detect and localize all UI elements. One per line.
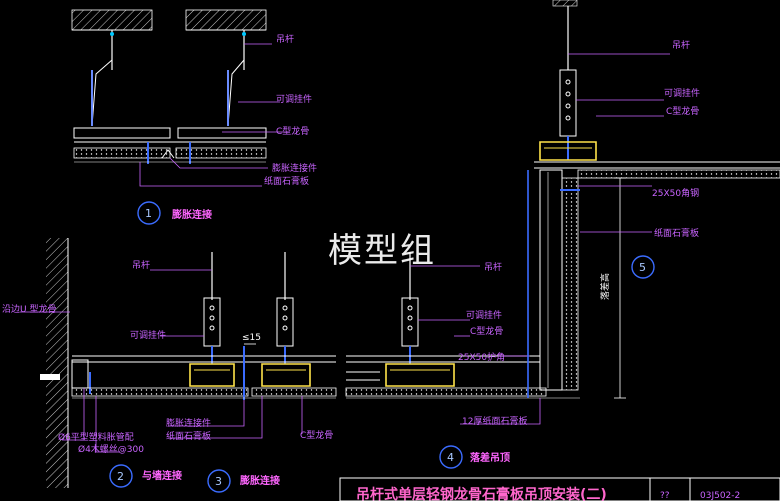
detail-1-expansion-joint: 吊杆 可调挂件 C型龙骨 膨胀连接件 纸面石膏板 [71, 9, 317, 187]
detail-4-drop-ceiling: 吊杆 可调挂件 C型龙骨 25X50护角 12厚纸面石膏板 [345, 252, 580, 427]
detail-3-circle [207, 469, 231, 493]
label-angle-guard: 25X50护角 [458, 351, 505, 363]
watermark: 模型组 [328, 231, 436, 271]
detail-1-number: 1 [145, 207, 152, 220]
label-gypsum-12: 12厚纸面石膏板 [462, 415, 527, 427]
label-c-keel-2: C型龙骨 [300, 429, 333, 441]
gypsum-board-right [175, 147, 267, 159]
label-hanger-rod-2: 吊杆 [132, 259, 150, 271]
c-keel-left [189, 363, 235, 387]
detail-5-number: 5 [639, 261, 646, 274]
ceiling-slab-right [185, 9, 267, 31]
label-hanger-rod-3: 吊杆 [484, 261, 502, 273]
label-expansion-connector-1: 膨胀连接件 [272, 162, 317, 174]
label-adjustable-hanger-2: 可调挂件 [130, 329, 166, 341]
label-c-keel-3: C型龙骨 [470, 325, 503, 337]
title-block-code: 03J502-2 [700, 491, 740, 501]
label-adjustable-hanger-1: 可调挂件 [276, 93, 312, 105]
label-expansion-connector-2: 膨胀连接件 [166, 417, 211, 429]
detail-4-caption: 落差吊顶 [470, 451, 510, 464]
wall-anchor [40, 374, 60, 380]
label-wall-u-keel: 沿边U 型龙骨 [2, 303, 56, 315]
detail-1-circle [137, 201, 161, 225]
dim-15: ≤15 [242, 333, 261, 343]
detail-5-circle [631, 255, 655, 279]
label-adjustable-hanger-4: 可调挂件 [664, 87, 700, 99]
gypsum-board-left [73, 147, 171, 159]
detail-2-number: 2 [117, 470, 124, 483]
detail-1-caption: 膨胀连接 [172, 208, 212, 221]
detail-2-3-wall-and-expansion: ≤15 吊杆 可调挂件 沿边U 型龙骨 Ø6平型塑料胀管配 Ø4木螺丝@300 … [2, 238, 337, 488]
detail-2-caption: 与墙连接 [142, 469, 182, 482]
label-drop-height: 落差高 [599, 273, 611, 300]
detail-4-number: 4 [447, 451, 454, 464]
c-keel-drop [385, 363, 455, 387]
detail-3-caption: 膨胀连接 [240, 474, 280, 487]
c-keel-top [539, 141, 597, 161]
label-hanger-rod-1: 吊杆 [276, 33, 294, 45]
label-angle-steel: 25X50角钢 [652, 187, 699, 199]
label-gypsum-board-1: 纸面石膏板 [264, 175, 309, 187]
label-c-keel-4: C型龙骨 [666, 105, 699, 117]
label-c-keel-1: C型龙骨 [276, 125, 309, 137]
ceiling-slab-left [71, 9, 153, 31]
detail-5-drop-elevation: 落差高 吊杆 可调挂件 C型龙骨 25X50角钢 纸面石膏板 [527, 0, 780, 399]
title-block-title: 吊杆式单层轻钢龙骨石膏板吊顶安装(二) [356, 486, 607, 501]
c-keel-right [261, 363, 311, 387]
detail-2-circle [109, 464, 133, 488]
label-gypsum-board-4: 纸面石膏板 [654, 227, 699, 239]
title-block-page: ?? [660, 491, 670, 501]
label-gypsum-board-2: 纸面石膏板 [166, 430, 211, 442]
label-adjustable-hanger-3: 可调挂件 [466, 309, 502, 321]
label-wood-screw: Ø4木螺丝@300 [78, 443, 144, 455]
detail-4-circle [439, 445, 463, 469]
label-hanger-rod-4: 吊杆 [672, 39, 690, 51]
title-block: 吊杆式单层轻钢龙骨石膏板吊顶安装(二) ?? 03J502-2 [339, 477, 780, 501]
label-plastic-anchor: Ø6平型塑料胀管配 [58, 431, 134, 443]
wall-section [46, 238, 68, 488]
detail-3-number: 3 [215, 475, 222, 488]
